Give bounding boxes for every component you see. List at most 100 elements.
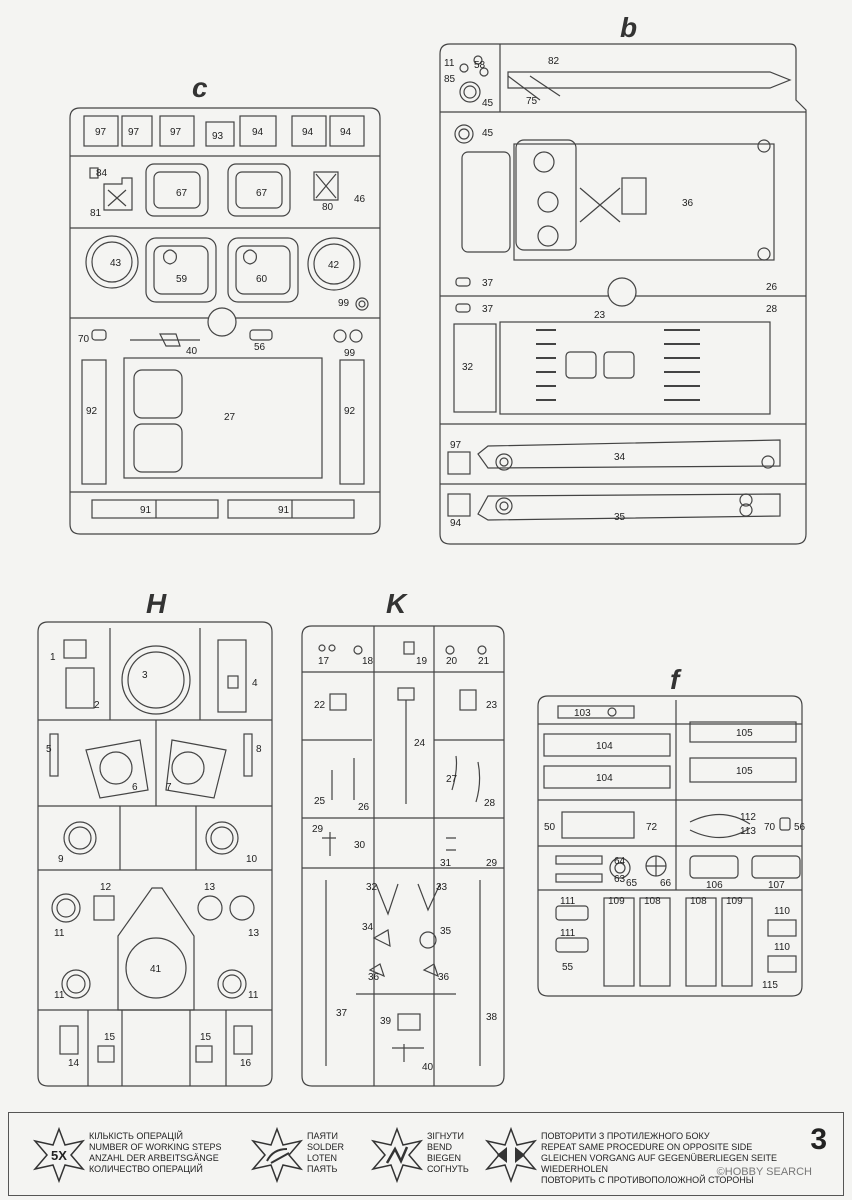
part-label-b97: 97 xyxy=(450,440,462,451)
part-label-k36b: 36 xyxy=(438,972,450,983)
part-label-c93: 93 xyxy=(212,131,224,142)
part-label-h5: 5 xyxy=(46,744,52,755)
part-label-b11: 11 xyxy=(444,58,455,69)
part-label-c97a: 97 xyxy=(95,127,107,138)
part-label-k39: 39 xyxy=(380,1016,392,1027)
part-label-c46: 46 xyxy=(354,194,366,205)
part-label-f112: 112 xyxy=(740,812,756,823)
legend-footer: 5X КІЛЬКІСТЬ ОПЕРАЦІЙ NUMBER OF WORKING … xyxy=(0,1108,852,1200)
part-label-k37: 37 xyxy=(336,1008,348,1019)
repeat-icon xyxy=(484,1127,538,1183)
part-label-h13b: 13 xyxy=(248,928,260,939)
part-label-k30: 30 xyxy=(354,840,366,851)
sprue-k xyxy=(301,625,505,1087)
part-label-f110a: 110 xyxy=(774,906,790,917)
part-label-k21: 21 xyxy=(478,656,490,667)
part-label-h12: 12 xyxy=(100,882,112,893)
legend-repeat-line: ПОВТОРИТЬ С ПРОТИВОПОЛОЖНОЙ СТОРОНЫ xyxy=(541,1175,754,1185)
part-label-c91b: 91 xyxy=(278,505,290,516)
part-label-f106: 106 xyxy=(706,880,723,891)
part-label-c94a: 94 xyxy=(252,127,264,138)
part-label-k33: 33 xyxy=(436,882,448,893)
part-label-b23: 23 xyxy=(594,310,606,321)
part-label-c92a: 92 xyxy=(86,406,98,417)
part-label-b35: 35 xyxy=(614,512,626,523)
part-label-f55: 55 xyxy=(562,962,574,973)
part-label-k20: 20 xyxy=(446,656,458,667)
part-label-k26: 26 xyxy=(358,802,370,813)
legend-solder-line: SOLDER xyxy=(307,1142,345,1152)
part-label-h9: 9 xyxy=(58,854,64,865)
sprue-b xyxy=(439,43,807,545)
part-label-h4: 4 xyxy=(252,678,258,689)
sprue-diagrams: 97 97 97 93 94 94 94 84 81 67 67 80 46 4… xyxy=(37,43,807,1087)
part-label-k40: 40 xyxy=(422,1062,434,1073)
legend-solder: ПАЯТИ SOLDER LOTEN ПАЯТЬ xyxy=(307,1131,344,1175)
part-label-h14: 14 xyxy=(68,1058,80,1069)
part-label-f110b: 110 xyxy=(774,942,790,953)
part-label-f113: 113 xyxy=(740,826,756,837)
part-label-k34: 34 xyxy=(362,922,374,933)
part-label-b75: 75 xyxy=(526,96,538,107)
legend-steps-line: КОЛИЧЕСТВО ОПЕРАЦИЙ xyxy=(89,1164,203,1174)
legend-bend: ЗІГНУТИ BEND BIEGEN СОГНУТЬ xyxy=(427,1131,469,1175)
part-label-f111b: 111 xyxy=(560,928,576,939)
part-label-b82: 82 xyxy=(548,56,560,67)
part-label-b32: 32 xyxy=(462,362,474,373)
sprue-h xyxy=(37,621,273,1087)
part-label-b94: 94 xyxy=(450,518,462,529)
sprue-letter-c: c xyxy=(192,72,208,103)
part-label-h15a: 15 xyxy=(104,1032,116,1043)
legend-steps-line: NUMBER OF WORKING STEPS xyxy=(89,1142,222,1152)
legend-bend-line: BEND xyxy=(427,1142,453,1152)
part-label-f65: 65 xyxy=(626,878,638,889)
part-label-b34: 34 xyxy=(614,452,626,463)
part-label-k27: 27 xyxy=(446,774,458,785)
legend-steps-line: КІЛЬКІСТЬ ОПЕРАЦІЙ xyxy=(89,1131,183,1141)
part-label-b37a: 37 xyxy=(482,278,494,289)
part-label-k35: 35 xyxy=(440,926,452,937)
part-label-h41: 41 xyxy=(150,964,162,975)
part-label-c67a: 67 xyxy=(176,188,188,199)
legend-repeat: ПОВТОРИТИ З ПРОТИЛЕЖНОГО БОКУ REPEAT SAM… xyxy=(541,1131,843,1186)
part-label-c42: 42 xyxy=(328,260,340,271)
sprue-letter-b: b xyxy=(620,12,638,43)
legend-repeat-line: REPEAT SAME PROCEDURE ON OPPOSITE SIDE xyxy=(541,1142,753,1152)
legend-solder-line: LOTEN xyxy=(307,1153,338,1163)
part-label-h15b: 15 xyxy=(200,1032,212,1043)
part-label-k22: 22 xyxy=(314,700,326,711)
part-label-c56: 56 xyxy=(254,342,266,353)
legend-repeat-line: GLEICHEN VORGANG AUF GEGENÜBERLIEGEN SEI… xyxy=(541,1153,778,1174)
steps-badge-text: 5X xyxy=(51,1148,67,1163)
part-label-b85: 85 xyxy=(444,74,456,85)
bend-icon xyxy=(370,1127,424,1183)
part-label-k17: 17 xyxy=(318,656,330,667)
part-label-k19: 19 xyxy=(416,656,428,667)
part-label-f64: 64 xyxy=(614,856,626,867)
part-label-c94c: 94 xyxy=(340,127,352,138)
part-label-f104b: 104 xyxy=(596,773,613,784)
part-label-h7: 7 xyxy=(166,782,172,793)
part-label-h16: 16 xyxy=(240,1058,252,1069)
legend-bend-line: ЗІГНУТИ xyxy=(427,1131,464,1141)
sprue-letter-f: f xyxy=(670,664,680,695)
part-label-f111a: 111 xyxy=(560,896,576,907)
part-label-b36: 36 xyxy=(682,198,694,209)
steps-star-icon: 5X xyxy=(32,1127,86,1183)
part-label-h11b: 11 xyxy=(54,990,65,1001)
part-label-k29a: 29 xyxy=(312,824,324,835)
part-label-f115: 115 xyxy=(762,980,778,991)
sprue-letter-H: H xyxy=(146,588,167,619)
legend-box: 5X КІЛЬКІСТЬ ОПЕРАЦІЙ NUMBER OF WORKING … xyxy=(8,1112,844,1196)
part-label-f105b: 105 xyxy=(736,766,753,777)
part-label-c92b: 92 xyxy=(344,406,356,417)
part-label-f109a: 109 xyxy=(608,896,625,907)
part-label-f108a: 108 xyxy=(644,896,661,907)
part-label-h10: 10 xyxy=(246,854,258,865)
part-label-c99a: 99 xyxy=(338,298,350,309)
page-number: 3 xyxy=(810,1123,827,1156)
part-label-f109b: 109 xyxy=(726,896,743,907)
sprue-c xyxy=(69,107,381,535)
part-label-f56: 56 xyxy=(794,822,806,833)
